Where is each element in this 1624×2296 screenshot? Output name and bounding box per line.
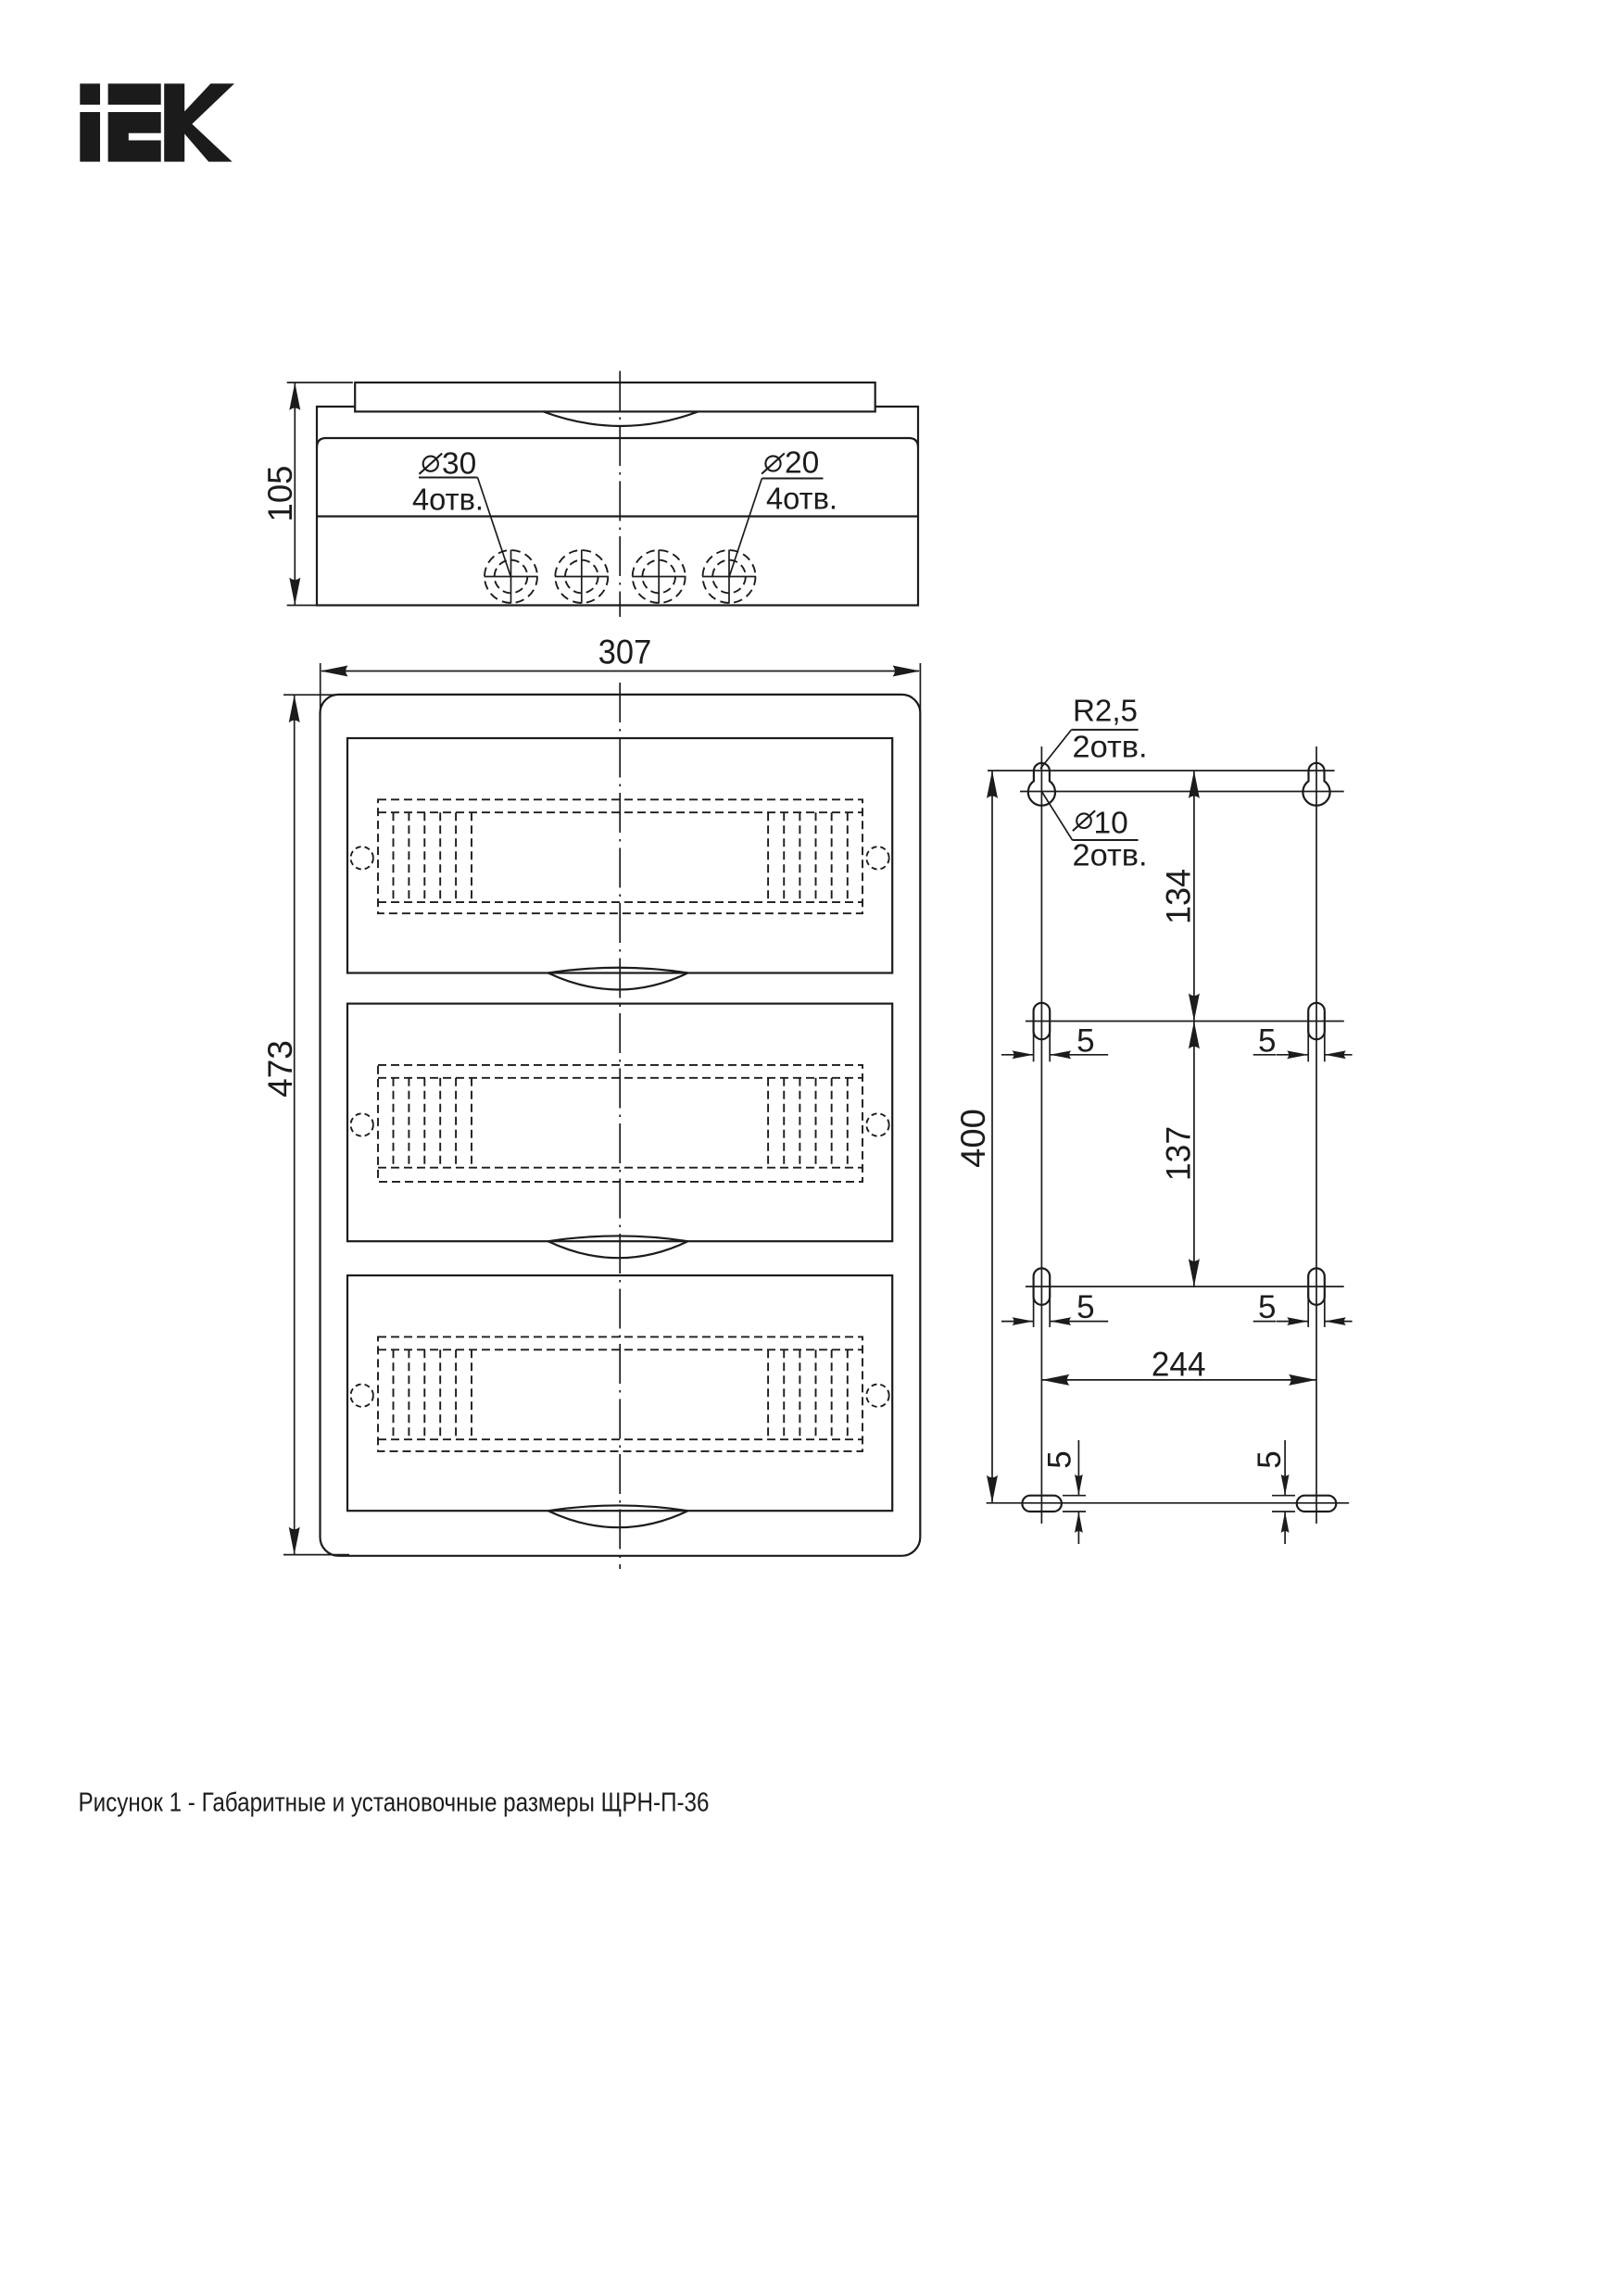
svg-text:134: 134 (1160, 869, 1198, 924)
svg-text:30: 30 (442, 447, 476, 482)
svg-text:137: 137 (1160, 1126, 1198, 1181)
svg-text:5: 5 (1258, 1023, 1276, 1059)
svg-text:2отв.: 2отв. (1073, 838, 1148, 872)
svg-text:4отв.: 4отв. (412, 483, 484, 518)
svg-text:5: 5 (1076, 1023, 1094, 1059)
svg-text:5: 5 (1076, 1289, 1094, 1325)
svg-text:R2,5: R2,5 (1073, 694, 1138, 728)
svg-text:5: 5 (1252, 1450, 1288, 1468)
svg-text:5: 5 (1042, 1450, 1078, 1468)
svg-text:2отв.: 2отв. (1073, 730, 1148, 764)
svg-text:400: 400 (954, 1109, 992, 1168)
svg-text:5: 5 (1258, 1289, 1276, 1325)
svg-text:473: 473 (261, 1040, 299, 1098)
svg-text:244: 244 (1152, 1346, 1206, 1384)
svg-text:105: 105 (261, 466, 299, 522)
svg-text:20: 20 (785, 446, 819, 481)
svg-text:4отв.: 4отв. (766, 483, 837, 517)
svg-text:10: 10 (1094, 807, 1128, 841)
svg-text:Рисунок 1 - Габаритные и устан: Рисунок 1 - Габаритные и установочные ра… (79, 1788, 710, 1818)
svg-text:307: 307 (598, 634, 651, 671)
